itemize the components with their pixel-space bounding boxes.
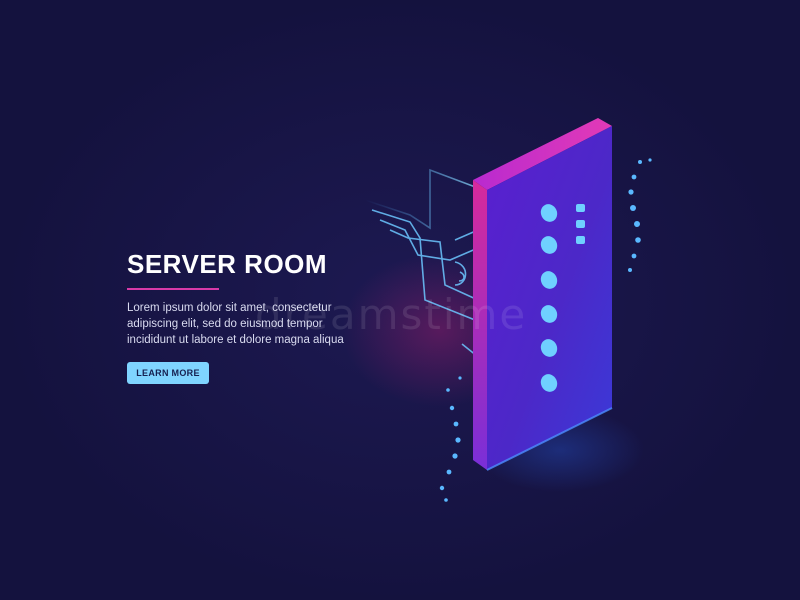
- circuit-lines-icon: [364, 168, 483, 361]
- hero-section: SERVER ROOM Lorem ipsum dolor sit amet, …: [127, 250, 387, 348]
- page-title: SERVER ROOM: [127, 249, 328, 279]
- dotted-arc-left: [439, 376, 462, 502]
- dotted-arc-right: [628, 158, 652, 272]
- learn-more-button[interactable]: LEARN MORE: [127, 362, 209, 384]
- server-led-group: [540, 204, 585, 392]
- title-underline: [127, 288, 219, 290]
- hero-description: Lorem ipsum dolor sit amet, consectetur …: [127, 302, 344, 346]
- server-rack-icon: [473, 118, 613, 471]
